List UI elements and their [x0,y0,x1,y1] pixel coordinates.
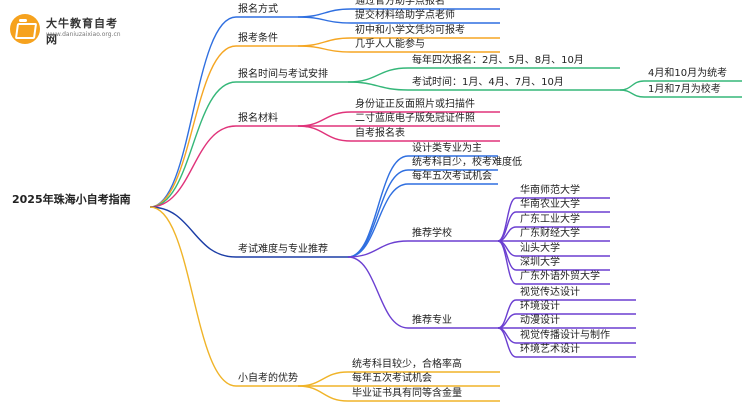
connector-line [347,256,409,329]
connector-line [619,89,645,98]
leaf-node: 视觉传达设计 [520,287,580,298]
connector-line [619,80,645,91]
leaf-node: 提交材料给助学点老师 [355,10,455,21]
leaf-node: 视觉传播设计与制作 [520,330,610,341]
leaf-node: 4月和10月为统考 [648,68,728,79]
leaf-node: 广东财经大学 [520,228,580,239]
connector-line [149,125,237,208]
leaf-node: 自考报名表 [355,128,405,139]
connector-line [149,206,237,258]
connector-line [149,16,237,208]
connector-line [497,240,517,285]
logo-title: 大牛教育自考网 [46,17,118,46]
site-logo: 大牛教育自考网 www.daniuzaixiao.org.cn [10,12,128,46]
leaf-node: 汕头大学 [520,243,560,254]
leaf-node: 华南师范大学 [520,185,580,196]
connector-line [347,81,409,91]
connector-line [497,327,517,358]
leaf-node: 统考科目少，校考难度低 [412,157,522,168]
leaf-node: 广东外语外贸大学 [520,271,600,282]
leaf-node: 毕业证书具有同等含金量 [352,388,462,399]
connector-line [347,183,409,258]
connector-line [297,111,352,127]
leaf-node: 通过官方助学点报名 [355,0,445,7]
connector-line [149,206,237,387]
branch-node: 报考条件 [238,33,278,44]
branch-node: 报名方式 [238,4,278,15]
leaf-node: 华南农业大学 [520,199,580,210]
leaf-node: 每年五次考试机会 [412,171,492,182]
leaf-node: 考试时间：1月、4月、7月、10月 [412,77,564,88]
branch-node: 小自考的优势 [238,373,298,384]
connector-line [149,45,237,208]
leaf-node: 动漫设计 [520,315,560,326]
connector-line [297,125,352,142]
branch-node: 报名材料 [238,113,278,124]
leaf-node: 设计类专业为主 [412,143,482,154]
root-node: 2025年珠海小自考指南 [12,193,131,206]
leaf-node: 深圳大学 [520,257,560,268]
connector-line [297,8,352,18]
leaf-node: 广东工业大学 [520,214,580,225]
branch-node: 报名时间与考试安排 [238,69,328,80]
leaf-node: 推荐专业 [412,315,452,326]
connector-line [297,37,352,47]
connector-line [347,67,409,83]
leaf-node: 每年四次报名：2月、5月、8月、10月 [412,55,584,66]
leaf-node: 环境艺术设计 [520,344,580,355]
leaf-node: 几乎人人能参与 [355,39,425,50]
connector-line [347,169,409,258]
logo-url: www.daniuzaixiao.org.cn [46,31,121,38]
branch-node: 考试难度与专业推荐 [238,244,328,255]
leaf-node: 1月和7月为校考 [648,84,721,95]
connector-line [297,385,349,402]
leaf-node: 推荐学校 [412,228,452,239]
leaf-node: 二寸蓝底电子版免冠证件照 [355,113,475,124]
connector-line [297,371,349,387]
connector-line [149,81,237,208]
leaf-node: 统考科目较少，合格率高 [352,359,462,370]
leaf-node: 环境设计 [520,301,560,312]
leaf-node: 初中和小学文凭均可报考 [355,25,465,36]
connector-line [297,16,352,24]
connector-line [347,240,409,258]
leaf-node: 身份证正反面照片或扫描件 [355,99,475,110]
leaf-node: 每年五次考试机会 [352,373,432,384]
book-icon [10,14,40,44]
connector-line [297,45,352,53]
